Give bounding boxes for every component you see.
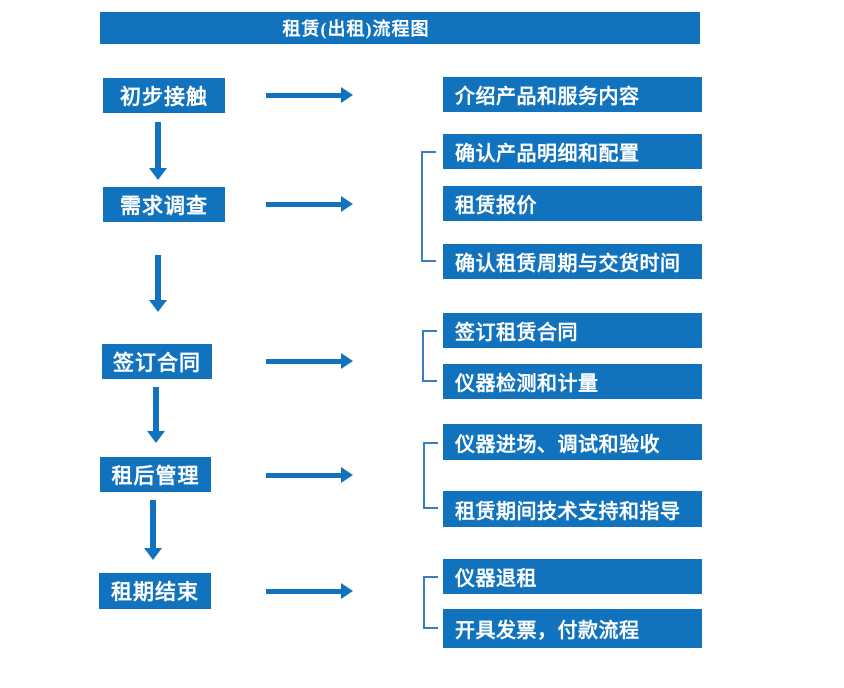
detail-box-instrument-return: 仪器退租 — [443, 559, 702, 594]
arrow-head — [147, 431, 165, 443]
arrow-stem — [155, 122, 161, 169]
arrow-stem — [266, 473, 342, 478]
flowchart-title-bar: 租赁(出租)流程图 — [100, 12, 700, 44]
detail-box-instrument-inspection: 仪器检测和计量 — [443, 364, 702, 399]
arrow-stem — [266, 359, 342, 364]
step-box-rental-end: 租期结束 — [99, 573, 211, 609]
arrow-stem — [150, 500, 156, 549]
arrow-down-icon — [144, 500, 162, 560]
arrow-head — [341, 583, 353, 599]
detail-box-confirm-period-delivery: 确认租赁周期与交货时间 — [443, 244, 702, 279]
detail-box-introduce-products: 介绍产品和服务内容 — [443, 77, 702, 112]
arrow-right-icon — [266, 467, 353, 483]
arrow-stem — [266, 589, 342, 594]
arrow-head — [341, 196, 353, 212]
arrow-down-icon — [149, 255, 167, 312]
arrow-down-icon — [147, 387, 165, 443]
arrow-right-icon — [266, 87, 353, 103]
bracket-group-demand-survey — [421, 151, 436, 262]
arrow-stem — [153, 387, 159, 432]
detail-box-confirm-product-config: 确认产品明细和配置 — [443, 134, 702, 169]
arrow-right-icon — [266, 196, 353, 212]
arrow-stem — [155, 255, 161, 301]
bracket-group-sign-contract — [422, 330, 437, 382]
detail-box-technical-support: 租赁期间技术支持和指导 — [443, 491, 702, 527]
step-box-initial-contact: 初步接触 — [103, 78, 225, 113]
arrow-head — [149, 168, 167, 180]
arrow-stem — [266, 202, 342, 207]
step-box-demand-survey: 需求调查 — [103, 187, 225, 222]
step-box-post-rental-management: 租后管理 — [100, 457, 211, 492]
arrow-head — [341, 87, 353, 103]
detail-box-invoice-payment: 开具发票，付款流程 — [443, 609, 702, 648]
arrow-down-icon — [149, 122, 167, 180]
flowchart-title: 租赁(出租)流程图 — [282, 19, 430, 39]
arrow-right-icon — [266, 583, 353, 599]
arrow-head — [149, 300, 167, 312]
bracket-group-rental-end — [423, 576, 438, 629]
detail-box-sign-rental-contract: 签订租赁合同 — [443, 313, 702, 348]
arrow-stem — [266, 93, 342, 98]
arrow-head — [341, 353, 353, 369]
arrow-head — [144, 548, 162, 560]
arrow-head — [341, 467, 353, 483]
detail-box-instrument-setup-acceptance: 仪器进场、调试和验收 — [443, 424, 702, 460]
step-box-sign-contract: 签订合同 — [102, 344, 212, 379]
bracket-group-post-rental — [423, 442, 438, 509]
detail-box-rental-quote: 租赁报价 — [443, 186, 702, 221]
arrow-right-icon — [266, 353, 353, 369]
